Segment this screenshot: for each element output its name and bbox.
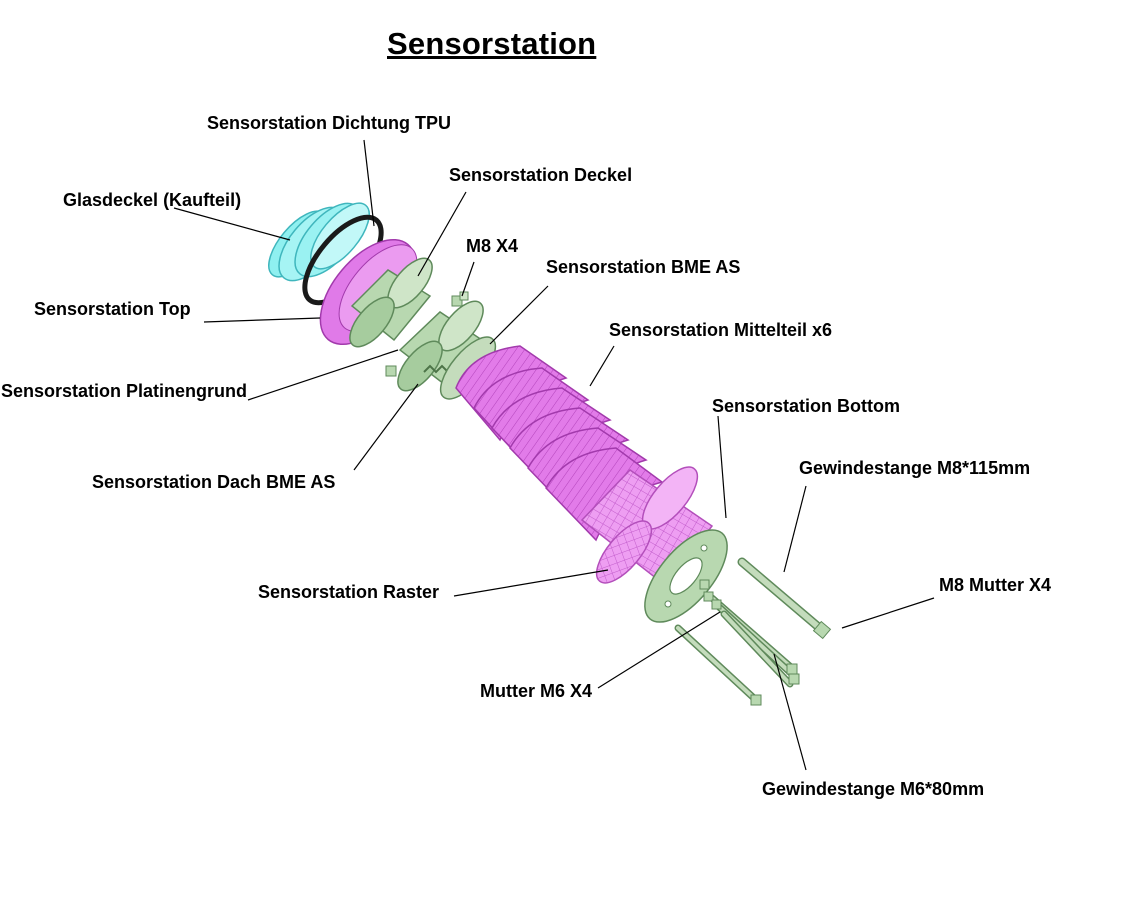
page-title: Sensorstation bbox=[387, 26, 597, 61]
leader-raster bbox=[453, 569, 609, 597]
gewindestange-m8-rods bbox=[737, 557, 832, 640]
label-top: Sensorstation Top bbox=[34, 299, 191, 319]
leader-m8-mutter bbox=[841, 597, 935, 629]
gewindestange-m6-rods bbox=[674, 594, 800, 706]
leader-gewinde-m8 bbox=[783, 485, 807, 573]
mittelteil-stack bbox=[455, 345, 664, 542]
label-bottom: Sensorstation Bottom bbox=[712, 396, 901, 416]
label-gewinde-m6: Gewindestange M6*80mm bbox=[762, 779, 985, 799]
label-deckel: Sensorstation Deckel bbox=[449, 165, 633, 185]
leader-top bbox=[203, 317, 321, 323]
deckel-part bbox=[349, 257, 433, 348]
leader-bme-as bbox=[489, 285, 549, 345]
label-glasdeckel: Glasdeckel (Kaufteil) bbox=[63, 190, 242, 210]
label-m8x4: M8 X4 bbox=[466, 236, 519, 256]
leader-m8x4 bbox=[461, 261, 475, 297]
leader-glasdeckel bbox=[173, 207, 291, 241]
leader-mutter-m6 bbox=[597, 611, 721, 689]
leader-gewinde-m6 bbox=[773, 653, 807, 771]
leader-deckel bbox=[417, 191, 467, 277]
label-gewinde-m8: Gewindestange M8*115mm bbox=[799, 458, 1031, 478]
label-dichtung: Sensorstation Dichtung TPU bbox=[207, 113, 452, 133]
label-mutter-m6: Mutter M6 X4 bbox=[480, 681, 593, 701]
label-platinengrund: Sensorstation Platinengrund bbox=[1, 381, 248, 401]
label-mittelteil: Sensorstation Mittelteil x6 bbox=[609, 320, 833, 340]
mutter-m6-nuts bbox=[699, 579, 722, 610]
label-m8-mutter: M8 Mutter X4 bbox=[939, 575, 1052, 595]
leader-bottom bbox=[717, 415, 727, 519]
m8-nuts-small bbox=[385, 291, 469, 377]
leader-mittelteil bbox=[589, 345, 615, 387]
leader-platinengrund bbox=[247, 349, 399, 401]
label-dach-bme: Sensorstation Dach BME AS bbox=[92, 472, 336, 492]
glasdeckel-part bbox=[268, 202, 370, 282]
leader-dach-bme bbox=[353, 383, 419, 471]
label-bme-as: Sensorstation BME AS bbox=[546, 257, 741, 277]
label-raster: Sensorstation Raster bbox=[258, 582, 440, 602]
leader-dichtung bbox=[363, 139, 375, 227]
platinengrund-part bbox=[397, 300, 484, 392]
